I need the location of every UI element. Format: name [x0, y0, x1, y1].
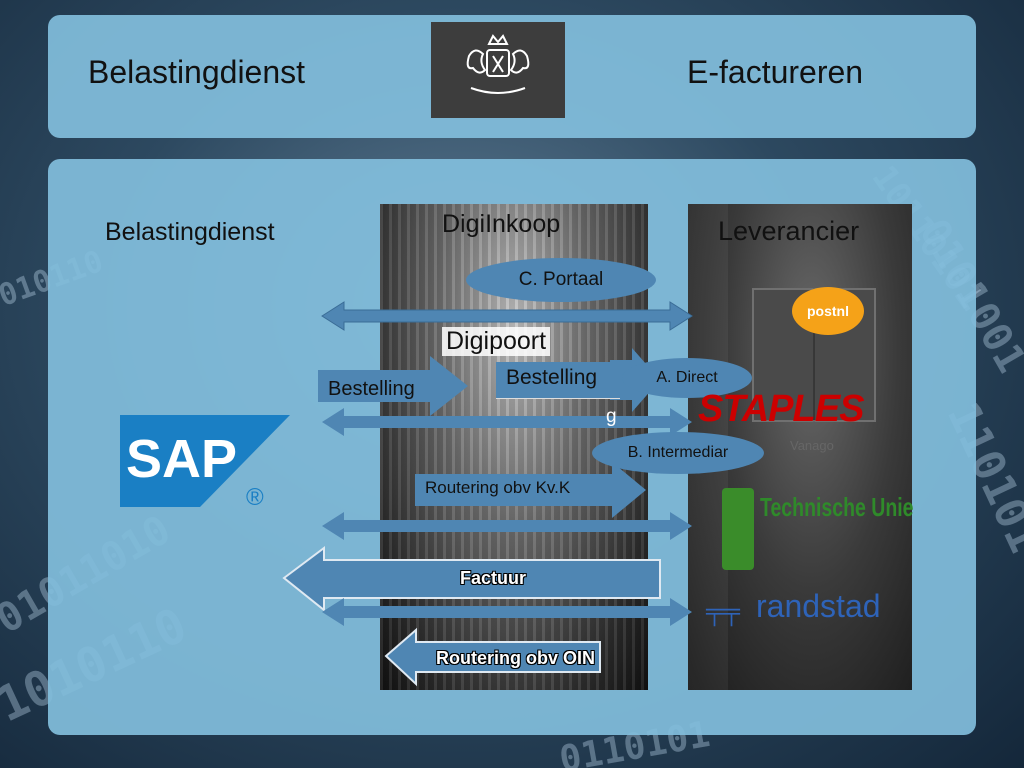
technische-unie-logo: Technische Unie: [760, 492, 914, 522]
header-left-title: Belastingdienst: [88, 54, 306, 90]
routering-oin-label: Routering obv OIN: [436, 648, 595, 668]
rijksoverheid-logo: [431, 22, 565, 118]
double-arrow-middle: [322, 408, 692, 436]
factuur-label: Factuur: [460, 568, 527, 588]
channel-portaal: C. Portaal: [466, 258, 656, 302]
randstad-icon: ╤╤: [706, 598, 741, 625]
digipoort-label: Digipoort: [442, 327, 551, 356]
sap-registered-mark: ®: [246, 484, 264, 511]
double-arrow-lower: [322, 512, 692, 540]
bestelling-label-right: Bestelling: [496, 362, 620, 399]
sap-text: SAP: [126, 429, 237, 489]
bestelling-label-left: Bestelling: [328, 378, 415, 400]
coat-of-arms-icon: [466, 34, 530, 94]
factuur-arrow: [282, 546, 661, 613]
routering-oin-arrow: [384, 627, 601, 687]
postnl-logo: postnl: [792, 287, 864, 335]
double-arrow-top: [321, 301, 693, 331]
randstad-logo: randstad: [756, 588, 881, 624]
column-belastingdienst: Belastingdienst: [105, 218, 275, 246]
routering-kvk-arrow: [415, 462, 646, 518]
routering-kvk-label: Routering obv Kv.K: [425, 478, 571, 497]
text-fragment: g: [606, 406, 617, 427]
technische-unie-icon: [722, 488, 754, 570]
bestelling-arrow-left: [318, 356, 468, 416]
sap-logo: SAP ®: [120, 415, 290, 516]
staples-subtext: Vanago: [790, 438, 834, 453]
column-digiinkoop: DigiInkoop: [442, 210, 561, 238]
double-arrow-bottom: [322, 598, 692, 626]
channel-intermediar: B. Intermediar: [592, 432, 764, 474]
staples-logo: STAPLES: [698, 388, 864, 430]
header-right-title: E-factureren: [687, 54, 864, 90]
column-leverancier: Leverancier: [718, 216, 860, 246]
channel-direct: A. Direct: [622, 358, 752, 398]
